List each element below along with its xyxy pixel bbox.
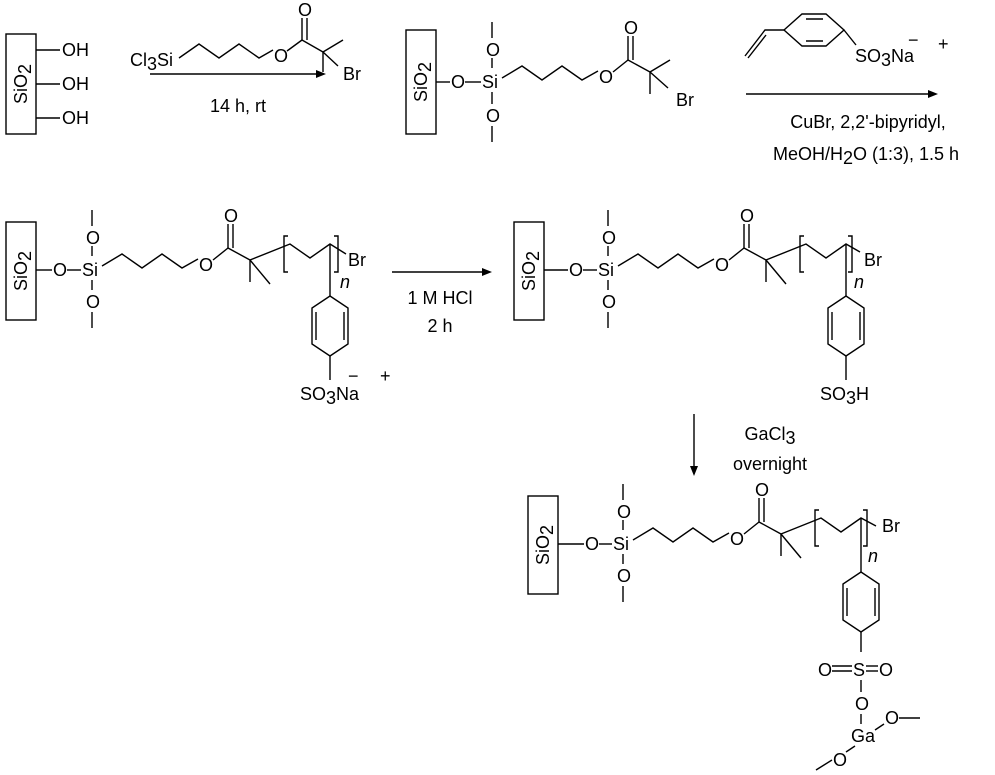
siloxane-o-top: O — [86, 228, 100, 248]
silica-label: SiO2 — [533, 525, 557, 565]
siloxane-o-top: O — [617, 502, 631, 522]
hydroxyl-label-1: OH — [62, 40, 89, 60]
step2-reagent-minus: − — [908, 30, 919, 50]
step4-condition-1: GaCl3 — [744, 424, 795, 448]
siloxane-o-bottom: O — [617, 566, 631, 586]
siloxane-o-bottom: O — [602, 292, 616, 312]
silica-label: SiO2 — [11, 64, 35, 104]
bromine: Br — [676, 90, 694, 110]
silicon-atom: Si — [482, 72, 498, 92]
sodium-plus: + — [380, 366, 391, 386]
step2-reagent-plus: + — [938, 34, 949, 54]
step1-reagent-cl3si: Cl3Si — [130, 50, 173, 74]
silica-label: SiO2 — [11, 251, 35, 291]
step2-arrow-group: SO3Na − + CuBr, 2,2'-bipyridyl, MeOH/H2O… — [744, 13, 959, 168]
carbonyl-o: O — [224, 206, 238, 226]
sulfonic-acid-group: SO3H — [820, 384, 869, 408]
step3-arrow-group: 1 M HCl 2 h — [392, 268, 492, 336]
step2-condition-1: CuBr, 2,2'-bipyridyl, — [790, 112, 946, 132]
siloxane-o-left: O — [53, 260, 67, 280]
silica-initiator-compound: SiO2 O Si O O O O Br — [405, 18, 694, 142]
silica-label: SiO2 — [519, 251, 543, 291]
step1-condition: 14 h, rt — [210, 96, 266, 116]
bromine: Br — [348, 250, 366, 270]
gallium-atom: Ga — [851, 726, 876, 746]
step1-reagent-br: Br — [343, 64, 361, 84]
polymer-sodium-salt: SiO2 O Si O O O O n Br SO3Na − + — [5, 206, 391, 408]
step4-arrow-group: GaCl3 overnight — [690, 414, 807, 476]
siloxane-o-left: O — [451, 72, 465, 92]
ester-o: O — [599, 67, 613, 87]
siloxane-o-left: O — [585, 534, 599, 554]
step2-reagent-so3na: SO3Na — [855, 46, 915, 70]
silica-box — [527, 495, 559, 595]
hydroxyl-label-3: OH — [62, 108, 89, 128]
bromine: Br — [864, 250, 882, 270]
sulfonate-minus: − — [348, 366, 359, 386]
step1-reagent-carbonyl-o: O — [298, 0, 312, 20]
silicon-atom: Si — [82, 260, 98, 280]
silicon-atom: Si — [613, 534, 629, 554]
carbonyl-o: O — [755, 480, 769, 500]
repeat-n: n — [340, 272, 350, 292]
carbonyl-o: O — [624, 18, 638, 38]
silica-label: SiO2 — [411, 62, 435, 102]
sulfonate-group: SO3Na — [300, 384, 360, 408]
siloxane-o-bottom: O — [86, 292, 100, 312]
sulfonyl-o-left: O — [818, 660, 832, 680]
siloxane-o-bottom: O — [486, 106, 500, 126]
step3-condition-1: 1 M HCl — [407, 288, 472, 308]
siloxane-o-top: O — [602, 228, 616, 248]
sulfur-atom: S — [853, 660, 865, 680]
hydroxyl-label-2: OH — [62, 74, 89, 94]
step1-reagent-ester-o: O — [274, 46, 288, 66]
bromine: Br — [882, 516, 900, 536]
siloxane-o-top: O — [486, 40, 500, 60]
siloxane-o-left: O — [569, 260, 583, 280]
polymer-sulfonic-acid: SiO2 O Si O O O O n Br SO3H — [513, 206, 882, 408]
step4-condition-2: overnight — [733, 454, 807, 474]
silica-box — [5, 221, 37, 321]
silica-box — [513, 221, 545, 321]
gallium-o-right: O — [885, 708, 899, 728]
ester-o: O — [199, 255, 213, 275]
gallium-o-left: O — [833, 750, 847, 770]
carbonyl-o: O — [740, 206, 754, 226]
gallium-polymer-product: SiO2 O Si O O O O n Br O S O — [527, 480, 920, 771]
sulfonate-o: O — [855, 694, 869, 714]
step1-arrow-group: Cl3Si O O Br 14 h, rt — [130, 0, 361, 116]
silicon-atom: Si — [598, 260, 614, 280]
ester-o: O — [715, 255, 729, 275]
silica-hydroxyl-compound: SiO2 OH OH OH — [5, 33, 89, 135]
ester-o: O — [730, 529, 744, 549]
step2-condition-2: MeOH/H2O (1:3), 1.5 h — [773, 144, 959, 168]
repeat-n: n — [854, 272, 864, 292]
sulfonyl-o-right: O — [879, 660, 893, 680]
repeat-n: n — [868, 546, 878, 566]
step3-condition-2: 2 h — [427, 316, 452, 336]
